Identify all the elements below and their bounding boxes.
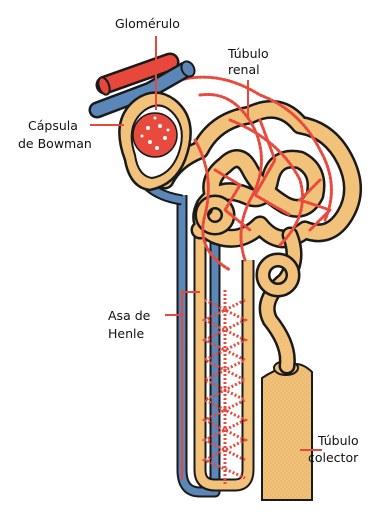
label-capsula-2: de Bowman (18, 136, 92, 151)
label-capsula-1: Cápsula (28, 118, 78, 133)
label-glomerulo: Glomérulo (115, 16, 180, 31)
glomerulus (133, 113, 177, 157)
label-tubulo-colector-2: colector (308, 450, 359, 465)
label-tubulo-colector-1: Túbulo (317, 433, 359, 448)
label-tubulo-renal-1: Túbulo (227, 46, 269, 61)
label-asa-2: Henle (108, 326, 144, 341)
collecting-duct (262, 361, 312, 500)
label-asa-1: Asa de (108, 308, 151, 323)
convoluted-tubule (165, 109, 353, 366)
label-tubulo-renal-2: renal (228, 62, 260, 77)
